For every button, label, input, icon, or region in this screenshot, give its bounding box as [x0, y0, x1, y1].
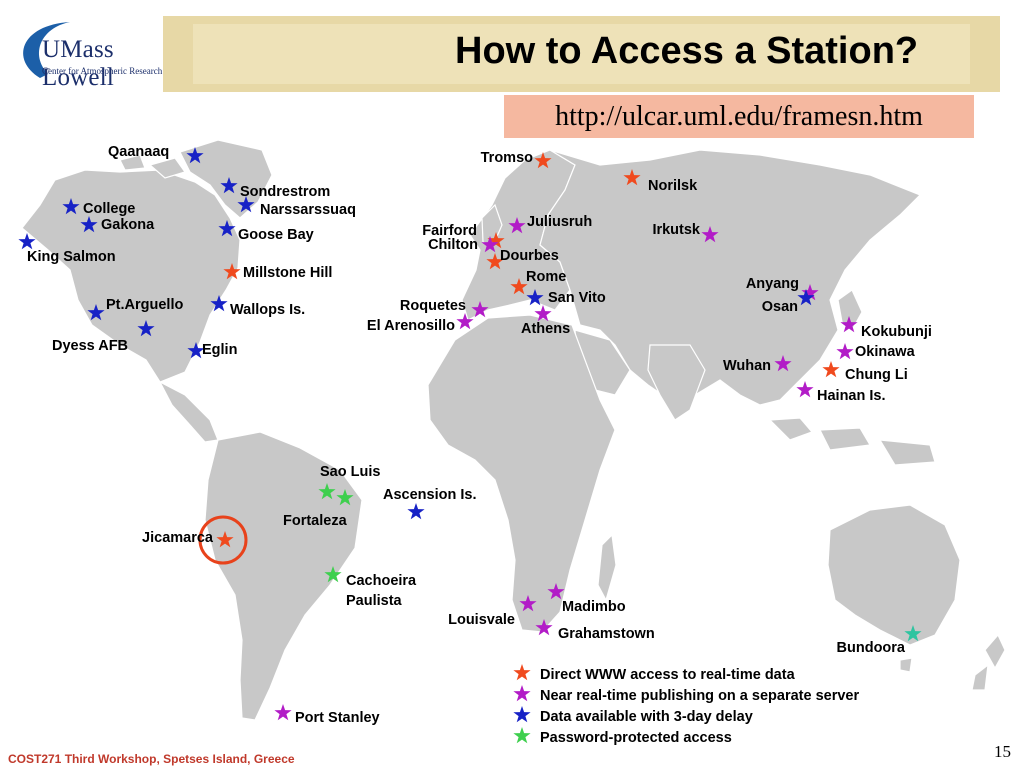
station-label-norilsk: Norilsk	[648, 178, 698, 194]
page-number: 15	[994, 742, 1011, 761]
central-america-land	[158, 380, 219, 443]
japan-land	[837, 289, 863, 331]
station-label-san-vito: San Vito	[548, 290, 606, 306]
station-label-paulista: Paulista	[346, 593, 403, 609]
madagascar-land	[597, 533, 617, 602]
legend-delay-text: Data available with 3-day delay	[540, 709, 753, 725]
station-label-anyang: Anyang	[746, 276, 799, 292]
asia-land	[539, 149, 922, 406]
station-star-ascension-is	[407, 503, 425, 520]
logo-subtitle: Center for Atmospheric Research	[42, 66, 163, 76]
legend-near-text: Near real-time publishing on a separate …	[540, 688, 859, 704]
title-banner-inner	[193, 24, 970, 84]
station-label-fairford: Fairford	[422, 223, 477, 239]
tasmania-land	[899, 657, 913, 673]
station-label-millstone-hill: Millstone Hill	[243, 265, 332, 281]
station-label-port-stanley: Port Stanley	[295, 710, 380, 726]
station-label-king-salmon: King Salmon	[27, 249, 116, 265]
station-label-ascension-is: Ascension Is.	[383, 487, 476, 503]
station-label-wuhan: Wuhan	[723, 358, 771, 374]
page-title: How to Access a Station?	[455, 30, 919, 72]
india-land	[647, 344, 706, 421]
legend-star-delay	[513, 706, 531, 723]
station-label-goose-bay: Goose Bay	[238, 227, 314, 243]
station-label-rome: Rome	[526, 269, 566, 285]
station-label-madimbo: Madimbo	[562, 599, 626, 615]
station-label-dourbes: Dourbes	[500, 248, 559, 264]
station-label-hainan-is: Hainan Is.	[817, 388, 886, 404]
station-star-chung-li	[822, 361, 840, 378]
legend: Direct WWW access to real-time data Near…	[513, 664, 859, 746]
station-label-wallops-is: Wallops Is.	[230, 302, 305, 318]
station-label-sao-luis: Sao Luis	[320, 464, 380, 480]
station-label-okinawa: Okinawa	[855, 344, 916, 360]
station-star-hainan-is	[796, 381, 814, 398]
station-label-tromso: Tromso	[481, 150, 534, 166]
station-label-chilton: Chilton	[428, 237, 478, 253]
legend-star-near	[513, 685, 531, 702]
arctic-islands-land	[119, 154, 186, 179]
title-banner	[163, 16, 1000, 92]
url-link[interactable]: http://ulcar.uml.edu/framesn.htm	[555, 101, 923, 132]
south-america-land	[204, 431, 363, 721]
url-box[interactable]: http://ulcar.uml.edu/framesn.htm	[504, 95, 974, 138]
se-asia-islands-land	[768, 417, 936, 466]
new-zealand-land	[971, 633, 1006, 691]
station-label-kokubunji: Kokubunji	[861, 324, 932, 340]
logo: UMass Lowell Center for Atmospheric Rese…	[0, 0, 190, 92]
station-label-el-arenosillo: El Arenosillo	[367, 318, 455, 334]
australia-land	[827, 504, 961, 646]
station-label-juliusruh: Juliusruh	[527, 214, 592, 230]
station-label-chung-li: Chung Li	[845, 367, 908, 383]
station-label-grahamstown: Grahamstown	[558, 626, 655, 642]
logo-swoosh-icon	[23, 22, 70, 78]
station-label-college: College	[83, 201, 135, 217]
station-label-irkutsk: Irkutsk	[652, 222, 700, 238]
station-label-roquetes: Roquetes	[400, 298, 466, 314]
station-label-athens: Athens	[521, 321, 570, 337]
station-label-louisvale: Louisvale	[448, 612, 515, 628]
station-label-fortaleza: Fortaleza	[283, 513, 348, 529]
africa-land	[427, 314, 616, 633]
footer-text: COST271 Third Workshop, Spetses Island, …	[8, 752, 295, 766]
station-label-cachoeira: Cachoeira	[346, 573, 417, 589]
station-label-narssarssuaq: Narssarssuaq	[260, 202, 356, 218]
station-label-eglin: Eglin	[202, 342, 237, 358]
station-star-okinawa	[836, 343, 854, 360]
legend-direct-text: Direct WWW access to real-time data	[540, 667, 796, 683]
legend-stars	[513, 664, 531, 744]
station-star-port-stanley	[274, 704, 292, 721]
jicamarca-highlight-circle	[198, 515, 248, 565]
station-label-jicamarca: Jicamarca	[142, 530, 214, 546]
station-label-pt-arguello: Pt.Arguello	[106, 297, 183, 313]
legend-star-direct	[513, 664, 531, 681]
station-label-gakona: Gakona	[101, 217, 155, 233]
station-label-qaanaaq: Qaanaaq	[108, 144, 169, 160]
station-label-dyess-afb: Dyess AFB	[52, 338, 128, 354]
land-masses	[21, 139, 1006, 721]
logo-name: UMass Lowell	[42, 36, 115, 91]
station-label-bundoora: Bundoora	[837, 640, 906, 656]
station-label-sondrestrom: Sondrestrom	[240, 184, 330, 200]
north-america-land	[21, 169, 241, 383]
station-label-osan: Osan	[762, 299, 798, 315]
legend-password-text: Password-protected access	[540, 730, 732, 746]
legend-star-password	[513, 727, 531, 744]
